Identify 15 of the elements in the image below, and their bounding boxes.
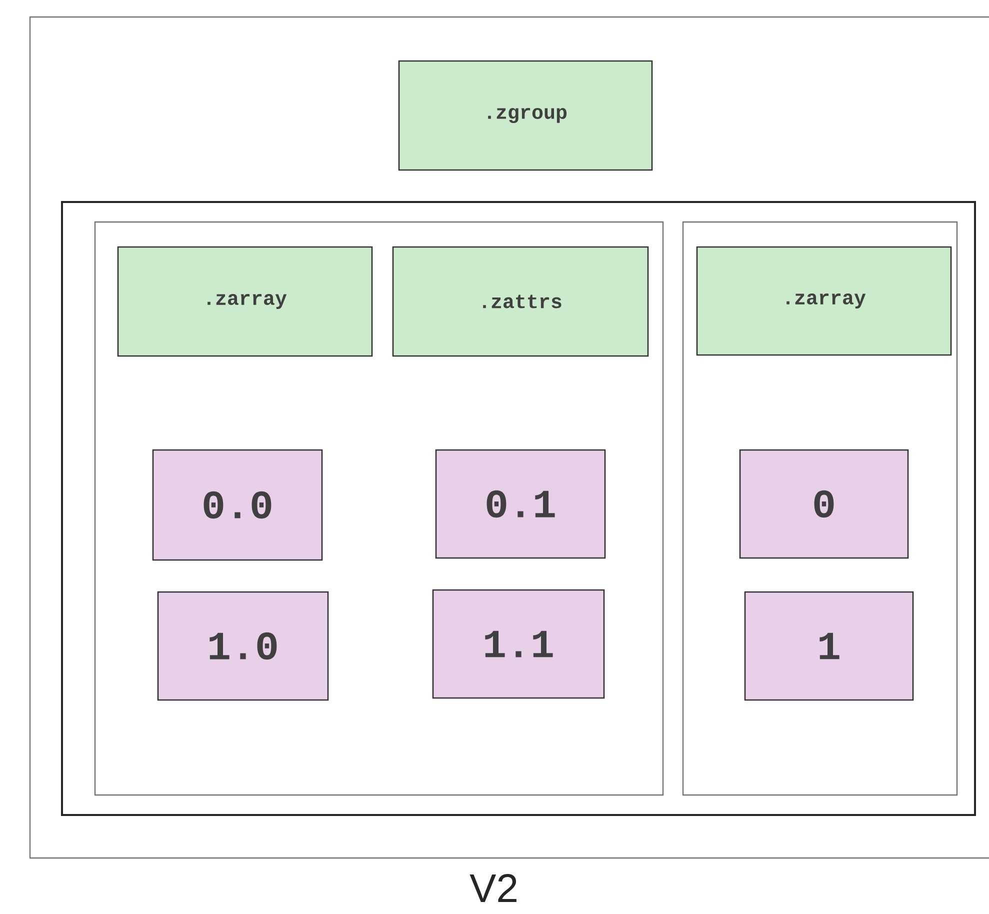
metadata-box: .zgroup: [398, 60, 653, 171]
container-box: [682, 221, 958, 796]
chunk-box: 0: [739, 449, 909, 559]
chunk-box: 0.1: [435, 449, 606, 559]
metadata-box: .zarray: [696, 246, 952, 356]
chunk-box: 0.0: [152, 449, 323, 561]
container-box: [29, 16, 989, 859]
container-box: [94, 221, 664, 796]
metadata-box: .zarray: [117, 246, 373, 357]
chunk-box: 1.1: [432, 589, 605, 699]
chunk-box: 1.0: [157, 591, 329, 701]
caption: V2: [470, 874, 516, 902]
container-box: [61, 201, 976, 816]
metadata-box: .zattrs: [392, 246, 649, 357]
chunk-box: 1: [744, 591, 914, 701]
